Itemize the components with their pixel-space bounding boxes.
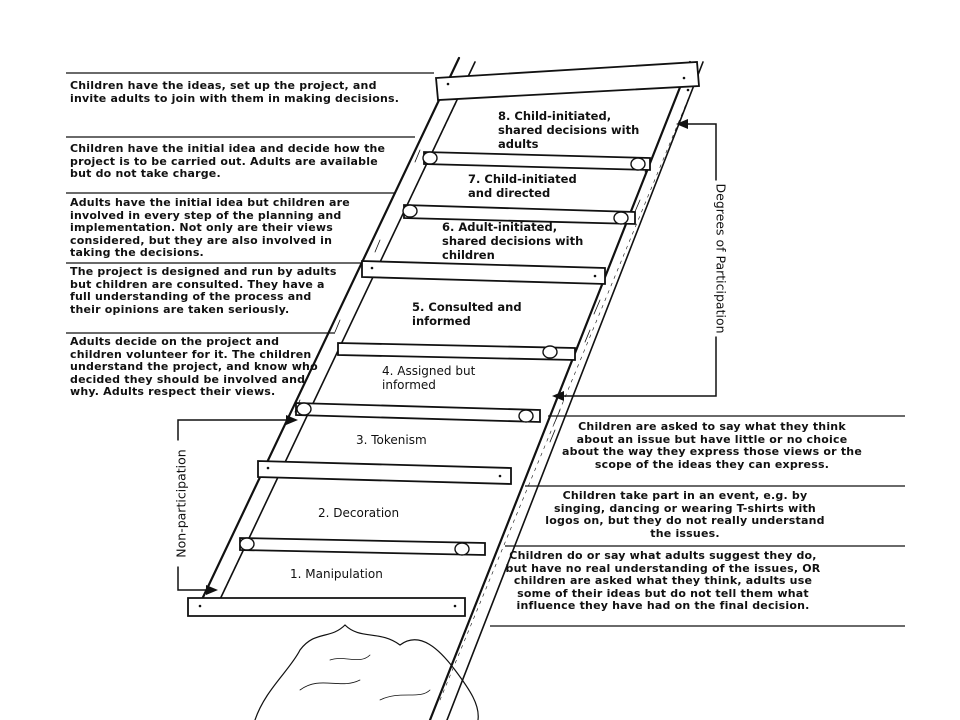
ground-sketch-detail bbox=[299, 654, 431, 701]
level-6-description: Adults have the initial idea but childre… bbox=[70, 196, 350, 260]
rung-between-2-1 bbox=[239, 537, 486, 556]
rope-tie bbox=[613, 211, 629, 225]
level-2-label: 2. Decoration bbox=[318, 506, 400, 520]
rung-top bbox=[435, 61, 700, 101]
non-participation-label: Non-participation bbox=[173, 440, 189, 567]
rung-between-5-4 bbox=[337, 342, 576, 361]
level-5-description: The project is designed and run by adult… bbox=[70, 265, 337, 316]
ladder-right-rail-outer bbox=[428, 60, 692, 720]
level-3-label: 3. Tokenism bbox=[356, 433, 427, 447]
level-2-description: Children take part in an event, e.g. by … bbox=[545, 489, 825, 540]
level-8-description: Children have the ideas, set up the proj… bbox=[70, 79, 400, 105]
non-participation-arrow-top bbox=[286, 415, 298, 425]
ladder-left-rail-outer bbox=[194, 56, 461, 614]
participation-arrow-top bbox=[676, 119, 688, 129]
rope-tie bbox=[630, 157, 646, 171]
level-4-label: 4. Assigned but informed bbox=[382, 364, 476, 392]
degrees-of-participation-label: Degrees of Participation bbox=[713, 180, 729, 337]
rung-bottom bbox=[187, 597, 466, 617]
level-6-label: 6. Adult-initiated, shared decisions wit… bbox=[442, 220, 584, 262]
rung-between-8-7 bbox=[423, 151, 651, 171]
level-7-label: 7. Child-initiated and directed bbox=[468, 172, 577, 200]
ladder-left-rail-texture bbox=[223, 79, 468, 591]
level-1-description: Children do or say what adults suggest t… bbox=[505, 549, 821, 613]
rope-tie bbox=[454, 542, 470, 556]
level-8-label: 8. Child-initiated, shared decisions wit… bbox=[498, 109, 640, 151]
rung-between-6-5 bbox=[361, 260, 606, 285]
level-3-description: Children are asked to say what they thin… bbox=[562, 420, 862, 471]
level-1-label: 1. Manipulation bbox=[290, 567, 383, 581]
rope-tie bbox=[422, 151, 438, 165]
rung-between-4-3 bbox=[295, 402, 541, 423]
rope-tie bbox=[542, 345, 558, 359]
non-participation-bracket bbox=[177, 419, 290, 591]
rope-tie bbox=[402, 204, 418, 218]
level-5-label: 5. Consulted and informed bbox=[412, 300, 522, 328]
rope-tie bbox=[239, 537, 255, 551]
rope-tie bbox=[518, 409, 534, 423]
participation-arrow-bottom bbox=[552, 391, 564, 401]
ladder-right-rail-texture bbox=[439, 79, 697, 701]
rope-tie bbox=[296, 402, 312, 416]
ground-sketch bbox=[254, 624, 479, 720]
level-4-description: Adults decide on the project and childre… bbox=[70, 335, 318, 399]
rung-between-3-2 bbox=[257, 460, 512, 485]
level-7-description: Children have the initial idea and decid… bbox=[70, 142, 386, 181]
ladder-right-rail-inner bbox=[446, 61, 704, 720]
non-participation-arrow-bottom bbox=[206, 585, 218, 595]
